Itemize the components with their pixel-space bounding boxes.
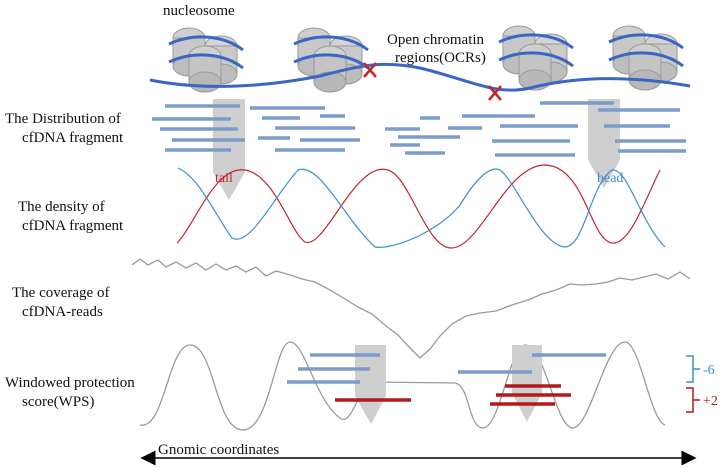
plus2-bracket [686, 387, 700, 413]
plus2-label: +2 [703, 394, 718, 409]
wps-spanning-fragments [287, 353, 606, 384]
wps-section: -6 +2 [139, 341, 718, 431]
minus6-label: -6 [703, 363, 715, 378]
row-labels: The Distribution of cfDNA fragment The d… [5, 111, 135, 410]
nucleosome-label: nucleosome [163, 3, 235, 19]
minus6-bracket [686, 355, 700, 383]
head-density-curve [177, 167, 666, 248]
cleavage-mark-1 [363, 62, 377, 78]
wps-label-line2: score(WPS) [22, 394, 94, 410]
coverage-label-line2: cfDNA-reads [22, 304, 103, 320]
nucleosome-row: nucleosome Open chromatin regions(OCRs) [149, 3, 691, 101]
fragment-bars [152, 101, 686, 157]
fragment-distribution: tail head [152, 99, 686, 200]
density-label-line1: The density of [18, 199, 105, 215]
wps-ending-fragments [335, 384, 571, 406]
coverage-curve [131, 258, 691, 359]
density-curves [176, 164, 666, 249]
nucleosome-3 [498, 25, 574, 91]
nucleosome-4 [608, 25, 684, 91]
distribution-label-line2: cfDNA fragment [22, 130, 124, 146]
tail-label: tail [215, 171, 233, 186]
dna-strand [149, 62, 691, 92]
cleavage-mark-2 [488, 85, 502, 101]
wps-arrow-1 [355, 345, 386, 424]
ocr-label-line1: Open chromatin [387, 32, 485, 48]
distribution-label-line1: The Distribution of [5, 111, 121, 127]
head-label: head [597, 171, 623, 186]
genomic-axis: Gnomic coordinates [140, 442, 697, 466]
ocr-label-line2: regions(OCRs) [395, 50, 486, 66]
nucleosome-2 [293, 27, 369, 93]
axis-label: Gnomic coordinates [158, 442, 279, 458]
head-arrow [588, 99, 620, 188]
nucleosome-1 [168, 27, 244, 93]
wps-label-line1: Windowed protection [5, 375, 135, 391]
density-label-line2: cfDNA fragment [22, 218, 124, 234]
tail-density-curve [176, 164, 661, 249]
coverage-label-line1: The coverage of [12, 285, 109, 301]
